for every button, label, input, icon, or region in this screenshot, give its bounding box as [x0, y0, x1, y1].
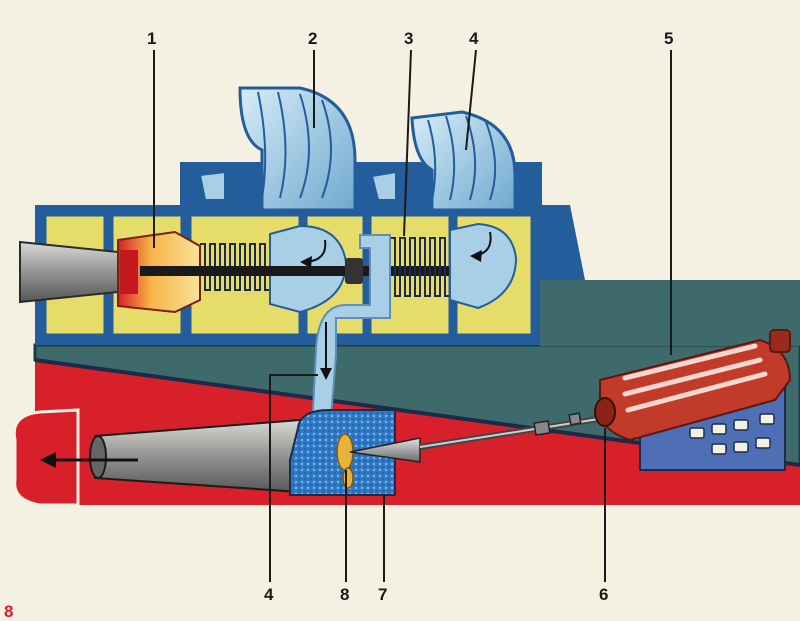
engine-exhaust-elbow: [769, 329, 791, 353]
callout-2: 2: [308, 29, 317, 48]
thrust-arrow-head: [40, 452, 56, 468]
engine-cylinders: [622, 343, 768, 413]
page-number: 8: [4, 602, 13, 621]
callout-4-bottom: 4: [264, 585, 274, 604]
callout-8: 8: [340, 585, 349, 604]
flow-arrow-3-head: [320, 368, 332, 380]
propeller-shaft: [419, 412, 606, 450]
leader-4-top: [465, 49, 477, 151]
shaft-coupling: [345, 258, 363, 284]
flow-arrow-1-head: [300, 256, 312, 268]
steam-turbine-blades: [390, 237, 450, 297]
callout-6: 6: [599, 585, 608, 604]
burner-ring: [120, 250, 138, 294]
leader-lines: [153, 49, 672, 582]
callout-4-top: 4: [469, 29, 479, 48]
main-shaft: [140, 266, 480, 276]
callouts: 1 2 3 4 5 4 8 7 6: [147, 29, 673, 604]
shaft-bearing: [533, 420, 551, 436]
callout-3: 3: [404, 29, 413, 48]
steam-turbine: [390, 222, 518, 310]
turbine-inlet-nozzle: [19, 240, 119, 304]
leader-4-bottom: [269, 374, 318, 582]
intake-duct-4: [370, 110, 517, 212]
engine-flywheel: [594, 397, 616, 427]
exhaust-pipe: [310, 234, 391, 431]
intake-duct-2: [198, 86, 357, 212]
callout-1: 1: [147, 29, 156, 48]
callout-5: 5: [664, 29, 673, 48]
frame-step: [540, 205, 585, 280]
leader-3: [403, 49, 412, 237]
callout-7: 7: [378, 585, 387, 604]
pump-shaft-cone: [349, 437, 421, 463]
diesel-engine: [594, 329, 792, 471]
flow-arrow-2-head: [470, 250, 482, 262]
steam-turbine-casing: [449, 222, 518, 310]
